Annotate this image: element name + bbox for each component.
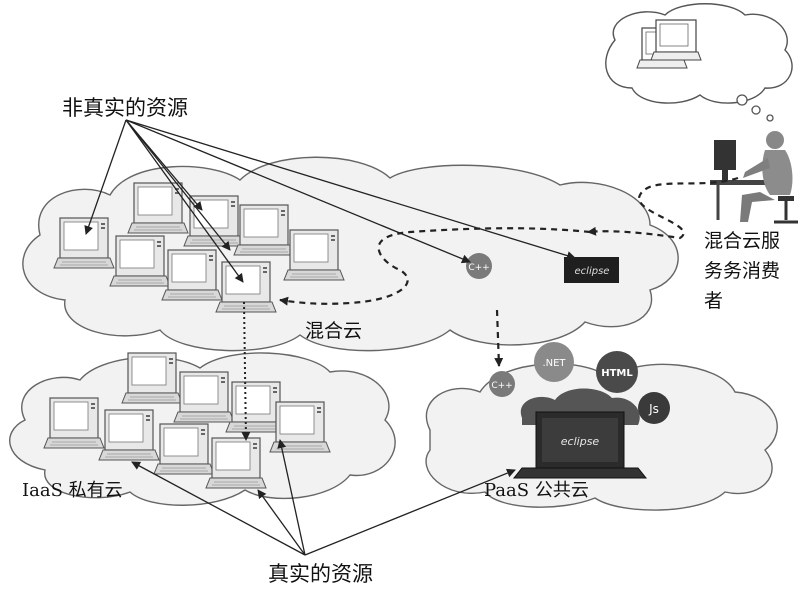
eclipse-badge-paas-text: eclipse <box>561 435 600 448</box>
dotnet-badge: .NET <box>534 342 574 382</box>
cpp-badge-hybrid: C++ <box>466 253 492 279</box>
cpp-badge-hybrid-text: C++ <box>468 263 489 273</box>
js-badge-text: Js <box>648 402 659 416</box>
html-badge: HTML <box>596 351 638 393</box>
hybrid-dashed-path <box>279 227 591 306</box>
eclipse-badge-hybrid-text: eclipse <box>575 266 610 277</box>
hybrid-cloud-label: 混合云 <box>305 320 363 342</box>
html-badge-text: HTML <box>601 368 633 379</box>
cpp-badge-paas-text: C++ <box>491 381 512 391</box>
iaas-private-cloud-label: IaaS 私有云 <box>22 480 123 501</box>
hybrid-to-iaas-dotted-path <box>241 301 251 441</box>
dotnet-badge-text: .NET <box>542 358 566 369</box>
consumer-dashed-path <box>587 176 739 240</box>
real-resources-label: 真实的资源 <box>268 562 373 586</box>
paas-laptop-icon: eclipse <box>512 388 648 479</box>
paas-public-cloud-label: PaaS 公共云 <box>484 480 589 501</box>
js-badge: Js <box>638 392 670 424</box>
cpp-badge-paas: C++ <box>489 371 515 397</box>
consumer-person-icon <box>710 131 798 224</box>
eclipse-badge-hybrid: eclipse <box>564 257 619 283</box>
hybrid-cloud-shape <box>22 156 679 352</box>
hybrid-cloud-consumer-label: 混合云服务务消费者 <box>704 230 781 312</box>
virtual-resources-label: 非真实的资源 <box>62 96 188 120</box>
real-resource-arrows <box>131 439 516 556</box>
hybrid-to-paas-dashed-path <box>494 309 504 367</box>
virtual-resource-arrows <box>84 119 576 283</box>
